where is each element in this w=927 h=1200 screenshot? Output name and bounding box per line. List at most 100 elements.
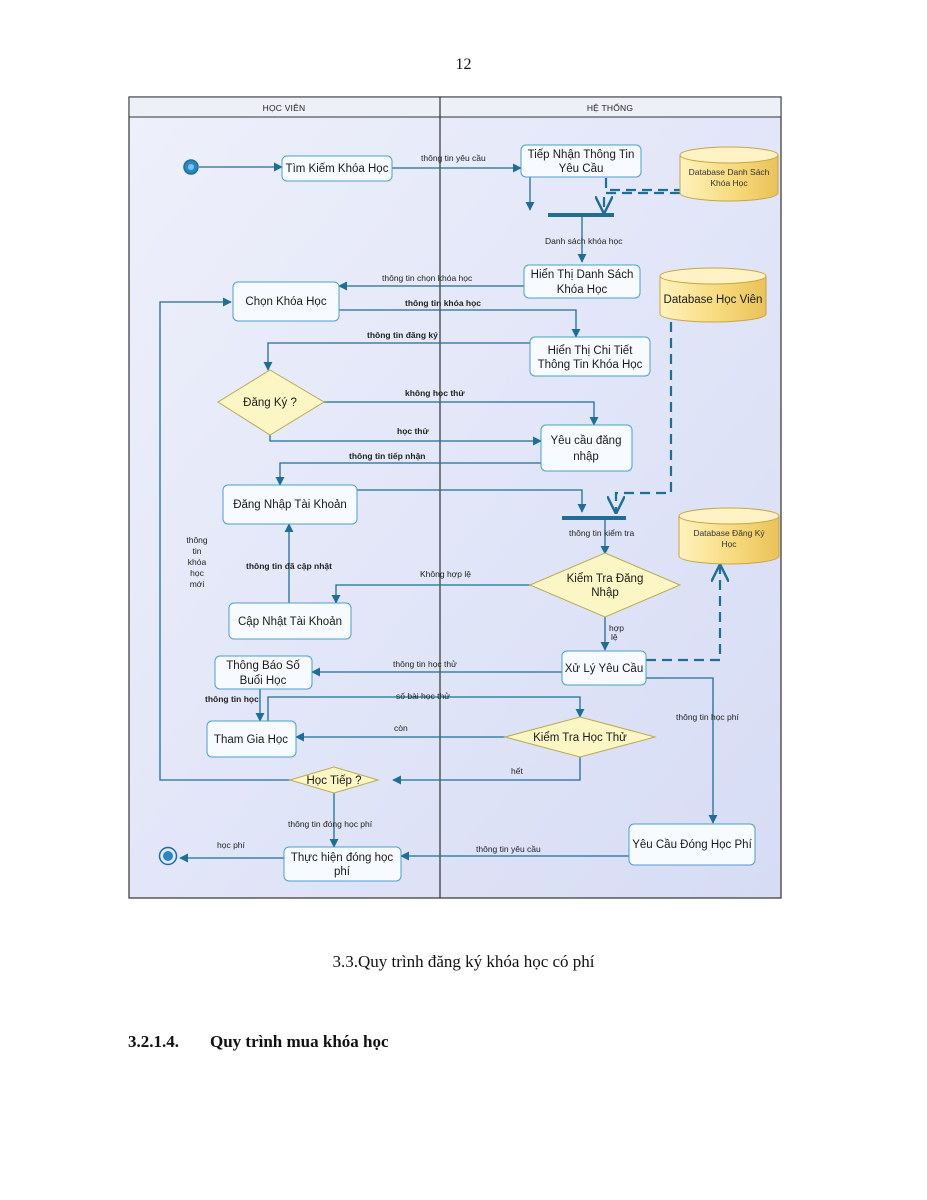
- node-hien-thi-ds-line1: Hiển Thị Danh Sách: [531, 269, 634, 281]
- node-thong-bao-line2: Buổi Học: [240, 675, 287, 687]
- label-hop-le-1: hợp: [609, 623, 624, 633]
- svg-text:Hiển Thị Danh Sách: Hiển Thị Danh Sách: [531, 269, 634, 281]
- dataflow-db-khoa-to-join: [604, 191, 680, 212]
- edge-check-invalid: [331, 584, 530, 604]
- svg-text:Buổi Học: Buổi Học: [240, 675, 287, 687]
- svg-text:Yêu cầu đăng: Yêu cầu đăng: [551, 435, 622, 447]
- node-tim-kiem-label: Tìm Kiếm Khóa Học: [286, 163, 389, 175]
- label-tt-tiep-nhan: thông tin tiếp nhận: [349, 451, 425, 461]
- label-tt-chon: thông tin chọn khóa học: [382, 273, 473, 283]
- svg-text:Thực hiện đóng học: Thực hiện đóng học: [291, 852, 394, 864]
- svg-text:Yêu Cầu: Yêu Cầu: [559, 163, 604, 175]
- node-yeu-cau-dhp: Yêu Cầu Đóng Học Phí: [628, 823, 756, 866]
- svg-text:Hiển Thị Chi Tiết: Hiển Thị Chi Tiết: [548, 345, 634, 357]
- decision-kiem-tra-ht: Kiểm Tra Học Thử: [503, 716, 657, 758]
- node-tim-kiem: Tìm Kiếm Khóa Học: [281, 155, 393, 182]
- lane-title-he-thong: HỆ THỐNG: [587, 102, 633, 113]
- node-thuc-hien-line2: phí: [334, 866, 351, 878]
- node-yeu-cau-dhp-label: Yêu Cầu Đóng Học Phí: [632, 839, 752, 851]
- node-hien-thi-ds: Hiển Thị Danh Sách Khóa Học: [523, 264, 641, 299]
- edge-decision-no-trial: [324, 401, 599, 426]
- node-thong-bao: Thông Báo Số Buổi Học: [214, 655, 313, 690]
- label-tt-hoc-thu: thông tin học thử: [393, 659, 457, 669]
- node-yeu-cau-dn: Yêu cầu đăng nhập: [540, 424, 633, 472]
- label-ds-khoa: Danh sách khóa học: [545, 236, 623, 246]
- section-heading: 3.2.1.4. Quy trình mua khóa học: [128, 1032, 389, 1052]
- label-hoc-phi: học phí: [217, 840, 246, 850]
- db-khoa-hoc-line2: Khóa Học: [710, 178, 748, 188]
- section-title: Quy trình mua khóa học: [210, 1032, 389, 1051]
- label-tt-yeu-cau: thông tin yêu cầu: [421, 153, 486, 163]
- section-number: 3.2.1.4.: [128, 1032, 179, 1051]
- page-number: 12: [455, 56, 472, 73]
- node-hien-thi-ct-line1: Hiển Thị Chi Tiết: [548, 345, 634, 357]
- end-node: [158, 846, 178, 866]
- label-tt-kiem-tra: thông tin kiểm tra: [569, 528, 634, 538]
- node-hien-thi-ct-line2: Thông Tin Khóa Học: [538, 359, 643, 371]
- label-tt-khoa-moi-2: tin: [193, 546, 202, 556]
- figure-caption: 3.3.Quy trình đăng ký khóa học có phí: [332, 952, 595, 971]
- start-node: [183, 159, 199, 175]
- edge-decision-trial: [269, 433, 542, 446]
- label-khong-hoc-thu: không học thử: [405, 388, 465, 398]
- node-tham-gia: Tham Gia Học: [206, 720, 297, 758]
- decision-kiem-tra-dn: Kiểm Tra Đăng Nhập: [528, 552, 682, 618]
- edge-select-to-detail: [339, 309, 581, 338]
- db-dang-ky-line1: Database Đăng Ký: [693, 528, 765, 538]
- edge-login-request-to-login: [275, 462, 547, 486]
- node-hien-thi-ct: Hiển Thị Chi Tiết Thông Tin Khóa Học: [529, 336, 651, 377]
- label-tt-khoa: thông tin khóa học: [405, 298, 481, 308]
- node-thong-bao-line1: Thông Báo Số: [226, 660, 300, 672]
- svg-text:Khóa Học: Khóa Học: [557, 284, 608, 296]
- decision-kiem-tra-ht-label: Kiểm Tra Học Thử: [533, 732, 627, 744]
- edge-continue-loop: [159, 297, 290, 781]
- dataflow-db-hocvien-to-join2: [616, 322, 673, 512]
- svg-text:phí: phí: [334, 866, 351, 878]
- node-xu-ly-label: Xử Lý Yêu Cầu: [565, 663, 643, 675]
- label-tt-dang-ky: thông tin đăng ký: [367, 330, 438, 340]
- decision-kiem-tra-dn-line2: Nhập: [591, 587, 619, 599]
- db-dang-ky-line2: Học: [721, 539, 737, 549]
- svg-text:Học: Học: [721, 539, 737, 549]
- decision-dang-ky-label: Đăng Ký ?: [243, 397, 297, 409]
- label-so-bai: số bài học thử: [396, 691, 450, 701]
- decision-dang-ky: Đăng Ký ?: [217, 369, 325, 436]
- node-yeu-cau-dn-line2: nhập: [573, 451, 599, 463]
- node-tiep-nhan-line1: Tiếp Nhận Thông Tin: [528, 149, 635, 161]
- dataflow-process-to-db-dangky: [646, 566, 720, 662]
- node-hien-thi-ds-line2: Khóa Học: [557, 284, 608, 296]
- node-cap-nhat: Cập Nhật Tài Khoản: [228, 602, 352, 640]
- svg-text:Database Đăng Ký: Database Đăng Ký: [693, 528, 765, 538]
- join-bar-1: [548, 213, 614, 217]
- svg-text:Database Học Viên: Database Học Viên: [664, 294, 763, 306]
- decision-hoc-tiep-label: Học Tiếp ?: [307, 775, 362, 787]
- node-yeu-cau-dn-line1: Yêu cầu đăng: [551, 435, 622, 447]
- edge-attend-to-trialcheck: [267, 696, 585, 724]
- svg-text:Khóa Học: Khóa Học: [710, 178, 748, 188]
- label-tt-yc2: thông tin yêu cầu: [476, 844, 541, 854]
- edge-labels: thông tin yêu cầu Danh sách khóa học thô…: [186, 153, 739, 854]
- db-khoa-hoc: Database Danh Sách Khóa Học: [679, 146, 779, 202]
- node-thuc-hien: Thực hiện đóng học phí: [283, 846, 402, 882]
- label-het: hết: [511, 766, 523, 776]
- node-cap-nhat-label: Cập Nhật Tài Khoản: [238, 616, 342, 628]
- node-tiep-nhan: Tiếp Nhận Thông Tin Yêu Cầu: [520, 144, 642, 178]
- label-tt-khoa-moi-4: học: [190, 568, 204, 578]
- label-tt-dong-hp: thông tin đóng học phí: [288, 819, 373, 829]
- label-tt-khoa-moi-5: mới: [190, 579, 205, 589]
- lane-title-hoc-vien: HỌC VIÊN: [263, 103, 306, 113]
- svg-text:Thông Báo Số: Thông Báo Số: [226, 660, 300, 672]
- label-hoc-thu: học thử: [397, 426, 429, 436]
- svg-text:Kiểm Tra Đăng: Kiểm Tra Đăng: [567, 573, 644, 585]
- node-dang-nhap-label: Đăng Nhập Tài Khoản: [233, 499, 347, 511]
- label-tt-hoc: thông tin học: [205, 694, 259, 704]
- db-dang-ky: Database Đăng Ký Học: [678, 507, 780, 565]
- edges: [159, 162, 718, 863]
- edge-process-to-fee: [646, 677, 718, 824]
- label-con: còn: [394, 723, 408, 733]
- label-tt-cap-nhat: thông tin đã cập nhật: [246, 561, 332, 571]
- label-tt-khoa-moi-3: khóa: [188, 557, 207, 567]
- label-tt-khoa-moi-1: thông: [186, 535, 208, 545]
- label-tt-hoc-phi: thông tin học phí: [676, 712, 739, 722]
